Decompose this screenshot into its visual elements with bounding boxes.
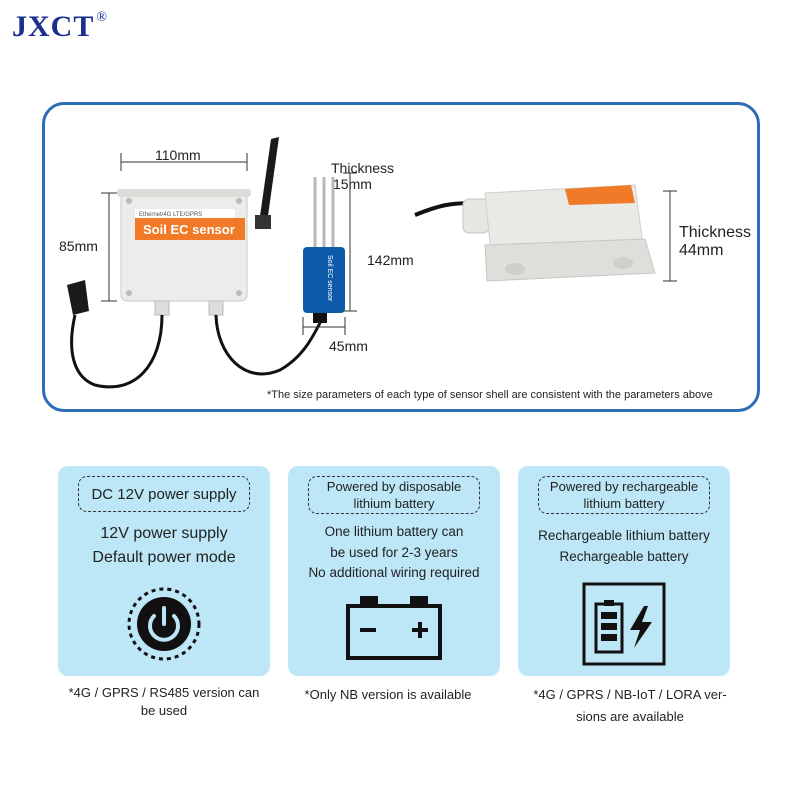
- side-thickness-dimension: [663, 190, 677, 282]
- dimension-diagram-panel: 110mm 85mm Ethernet/4G LTE/GPRS Soil EC …: [42, 102, 760, 412]
- card-line: be used for 2-3 years: [330, 544, 458, 560]
- card-line: One lithium battery can: [324, 524, 464, 539]
- card-line: Rechargeable battery: [559, 548, 689, 564]
- card-title-line: lithium battery: [583, 496, 665, 511]
- card-footnote: *4G / GPRS / NB-IoT / LORA ver- sions ar…: [510, 684, 750, 728]
- probe-length-dimension: [343, 172, 357, 312]
- charging-battery-icon: [518, 582, 730, 666]
- device-label: Soil EC sensor: [143, 222, 235, 237]
- brand-logo: JXCT®: [12, 10, 108, 44]
- probe-pins: [313, 177, 335, 247]
- probe-label: Soil EC sensor: [326, 255, 333, 302]
- card-line: No additional wiring required: [308, 565, 480, 580]
- power-button-icon: [58, 586, 270, 662]
- probe-width-dimension: [302, 317, 346, 335]
- antenna-graphic: [255, 137, 279, 229]
- card-title-line: Powered by rechargeable: [549, 479, 699, 494]
- card-title: Powered by disposable lithium battery: [308, 476, 480, 514]
- probe-thickness-label: Thickness: [331, 160, 394, 176]
- footnote-line: *Only NB version is available: [304, 687, 472, 702]
- probe-thickness-value: 15mm: [333, 176, 372, 192]
- card-description: One lithium battery can be used for 2-3 …: [294, 522, 494, 584]
- footnote-line: *4G / GPRS / RS485 version can: [68, 685, 260, 700]
- probe-body: Soil EC sensor: [303, 247, 345, 323]
- card-line: 12V power supply: [100, 525, 228, 542]
- probe-length-label: 142mm: [367, 252, 414, 268]
- card-description: Rechargeable lithium battery Rechargeabl…: [524, 526, 724, 567]
- footnote-line: sions are available: [576, 709, 684, 724]
- size-note: *The size parameters of each type of sen…: [267, 389, 713, 401]
- card-line: Default power mode: [92, 549, 236, 566]
- probe-width-label: 45mm: [329, 338, 368, 354]
- power-option-card-rechargeable-battery: Powered by rechargeable lithium battery …: [518, 466, 730, 676]
- card-title-line: Powered by disposable: [326, 479, 462, 494]
- footnote-line: *4G / GPRS / NB-IoT / LORA ver-: [533, 687, 727, 702]
- brand-name: JXCT: [12, 10, 95, 43]
- card-description: 12V power supply Default power mode: [64, 522, 264, 570]
- card-line: Rechargeable lithium battery: [538, 528, 710, 543]
- height-dimension: [101, 192, 117, 302]
- footnote-line: be used: [140, 703, 188, 718]
- registered-mark: ®: [96, 10, 108, 25]
- card-title-text: DC 12V power supply: [91, 485, 237, 503]
- device-sublabel: Ethernet/4G LTE/GPRS: [139, 212, 202, 218]
- width-dimension: [120, 153, 248, 171]
- side-view-enclosure: [414, 184, 656, 282]
- card-title-line: lithium battery: [353, 496, 435, 511]
- card-title: Powered by rechargeable lithium battery: [538, 476, 710, 514]
- width-label: 110mm: [155, 147, 201, 163]
- power-option-card-disposable-battery: Powered by disposable lithium battery On…: [288, 466, 500, 676]
- height-label: 85mm: [59, 238, 98, 254]
- car-battery-icon: [288, 594, 500, 660]
- card-footnote: *4G / GPRS / RS485 version can be used: [44, 684, 284, 720]
- power-option-card-dc12v: DC 12V power supply 12V power supply Def…: [58, 466, 270, 676]
- card-footnote: *Only NB version is available: [268, 686, 508, 704]
- side-thickness-label: Thickness: [679, 224, 751, 241]
- device-enclosure: Ethernet/4G LTE/GPRS Soil EC sensor: [117, 189, 251, 302]
- card-title: DC 12V power supply: [78, 476, 250, 512]
- device-cables: [67, 280, 325, 389]
- dimension-diagram: 110mm 85mm Ethernet/4G LTE/GPRS Soil EC …: [59, 137, 751, 401]
- side-thickness-value: 44mm: [679, 242, 723, 259]
